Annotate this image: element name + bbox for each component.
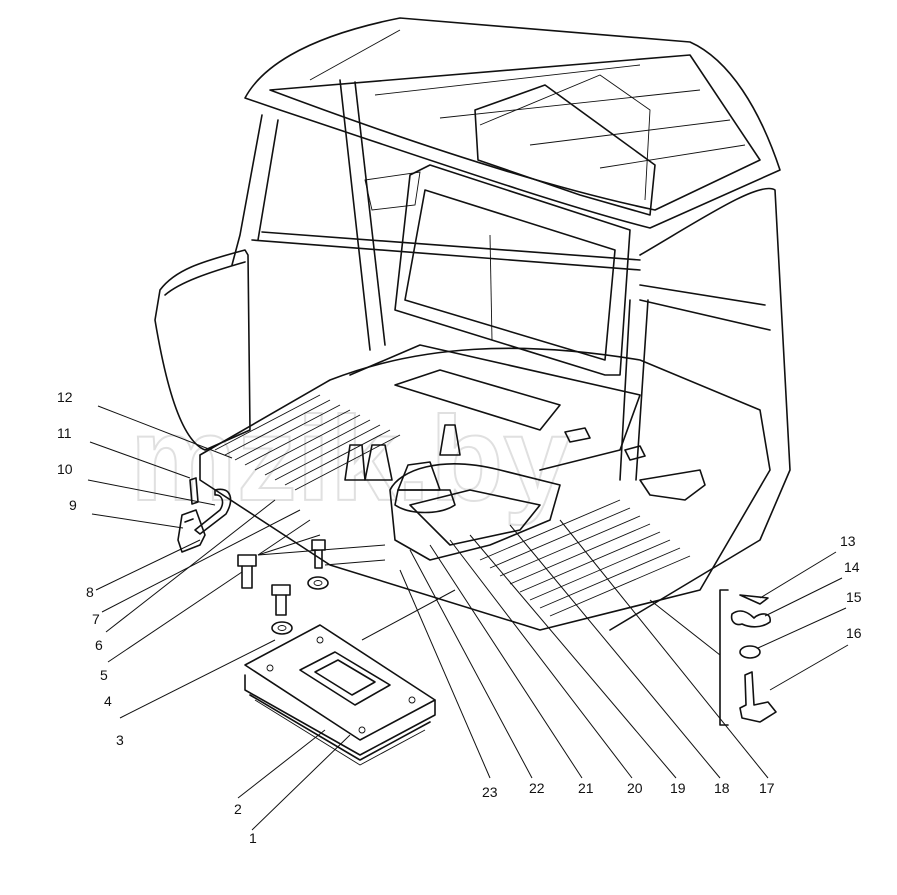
callout-8: 8 — [86, 584, 94, 600]
callout-17: 17 — [759, 780, 775, 796]
callout-3: 3 — [116, 732, 124, 748]
callout-4: 4 — [104, 693, 112, 709]
callout-13: 13 — [840, 533, 856, 549]
callout-10: 10 — [57, 461, 73, 477]
callout-6: 6 — [95, 637, 103, 653]
callout-5: 5 — [100, 667, 108, 683]
callout-labels: 1 2 3 4 5 6 7 8 9 10 11 12 13 14 15 16 1… — [57, 389, 862, 846]
callout-1: 1 — [249, 830, 257, 846]
callout-12: 12 — [57, 389, 73, 405]
watermark-text: mzik.by — [130, 392, 570, 526]
leader-lines — [87, 405, 849, 831]
callout-15: 15 — [846, 589, 862, 605]
cab-body — [154, 17, 791, 631]
callout-18: 18 — [714, 780, 730, 796]
callout-20: 20 — [627, 780, 643, 796]
callout-19: 19 — [670, 780, 686, 796]
callout-9: 9 — [69, 497, 77, 513]
callout-21: 21 — [578, 780, 594, 796]
callout-22: 22 — [529, 780, 545, 796]
callout-2: 2 — [234, 801, 242, 817]
callout-16: 16 — [846, 625, 862, 641]
loose-parts — [177, 477, 777, 766]
callout-7: 7 — [92, 611, 100, 627]
callout-14: 14 — [844, 559, 860, 575]
callout-11: 11 — [57, 425, 72, 441]
callout-23: 23 — [482, 784, 498, 800]
